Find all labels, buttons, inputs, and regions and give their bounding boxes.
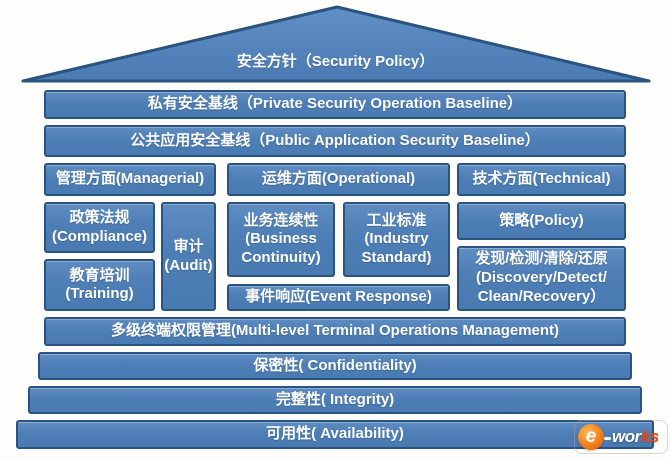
header-managerial: 管理方面(Managerial) — [44, 163, 216, 196]
header-operational: 运维方面(Operational) — [227, 163, 450, 196]
eworks-dash-icon — [604, 436, 611, 440]
box-event-response: 事件响应(Event Response) — [227, 284, 450, 311]
eworks-logo: e wor ks — [574, 420, 668, 454]
box-business-continuity: 业务连续性 (Business Continuity) — [227, 202, 335, 277]
bar-multilevel-terminal-management: 多级终端权限管理(Multi-level Terminal Operations… — [44, 317, 626, 346]
bar-availability: 可用性( Availability) — [16, 420, 654, 449]
box-training: 教育培训 (Training) — [44, 259, 155, 311]
bar-confidentiality: 保密性( Confidentiality) — [38, 352, 632, 380]
bar-public-application-security-baseline: 公共应用安全基线（Public Application Security Bas… — [44, 125, 626, 157]
eworks-wordmark-ks: ks — [640, 427, 659, 446]
roof-shape — [21, 5, 651, 83]
header-technical: 技术方面(Technical) — [457, 163, 626, 196]
bar-integrity: 完整性( Integrity) — [28, 386, 642, 414]
box-audit: 审计 (Audit) — [161, 202, 216, 311]
eworks-e-icon: e — [578, 424, 604, 450]
box-industry-standard: 工业标准 (Industry Standard) — [343, 202, 450, 277]
box-policy: 策略(Policy) — [457, 202, 626, 240]
bar-private-security-baseline: 私有安全基线（Private Security Operation Baseli… — [44, 90, 626, 119]
box-discovery-detect-clean-recovery: 发现/检测/清除/还原 (Discovery/Detect/ Clean/Rec… — [457, 246, 626, 311]
box-compliance: 政策法规 (Compliance) — [44, 202, 155, 253]
roof-label-security-policy: 安全方针（Security Policy） — [236, 53, 435, 70]
eworks-wordmark-wor: wor — [612, 427, 641, 446]
